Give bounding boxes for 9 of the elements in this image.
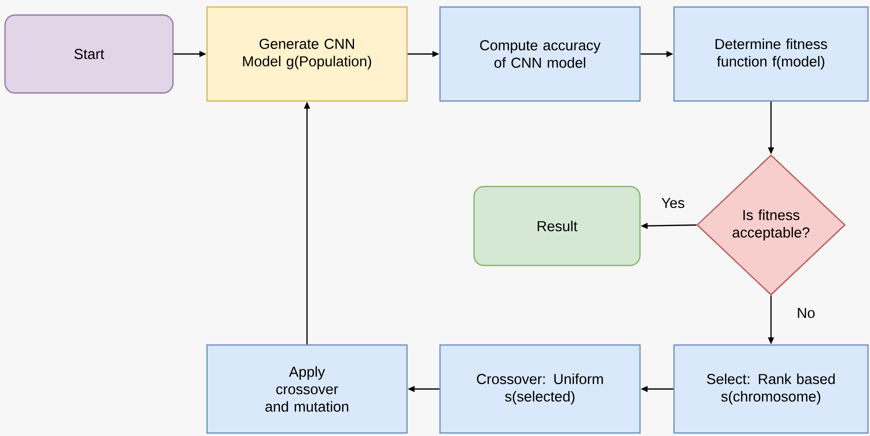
process-box: Apply crossover and mutation [206,344,408,434]
process-box: Compute accuracy of CNN model [439,6,641,102]
rounded-box: Start [4,14,174,94]
process-box: Determine fitness function f(model) [673,6,869,102]
process-box: Select: Rank based s(chromosome) [673,344,869,434]
edge-label: Yes [660,196,686,210]
process-box: Crossover: Uniform s(selected) [439,344,641,434]
rounded-box: Result [473,186,641,266]
process-box: Generate CNN Model g(Population) [206,6,408,102]
